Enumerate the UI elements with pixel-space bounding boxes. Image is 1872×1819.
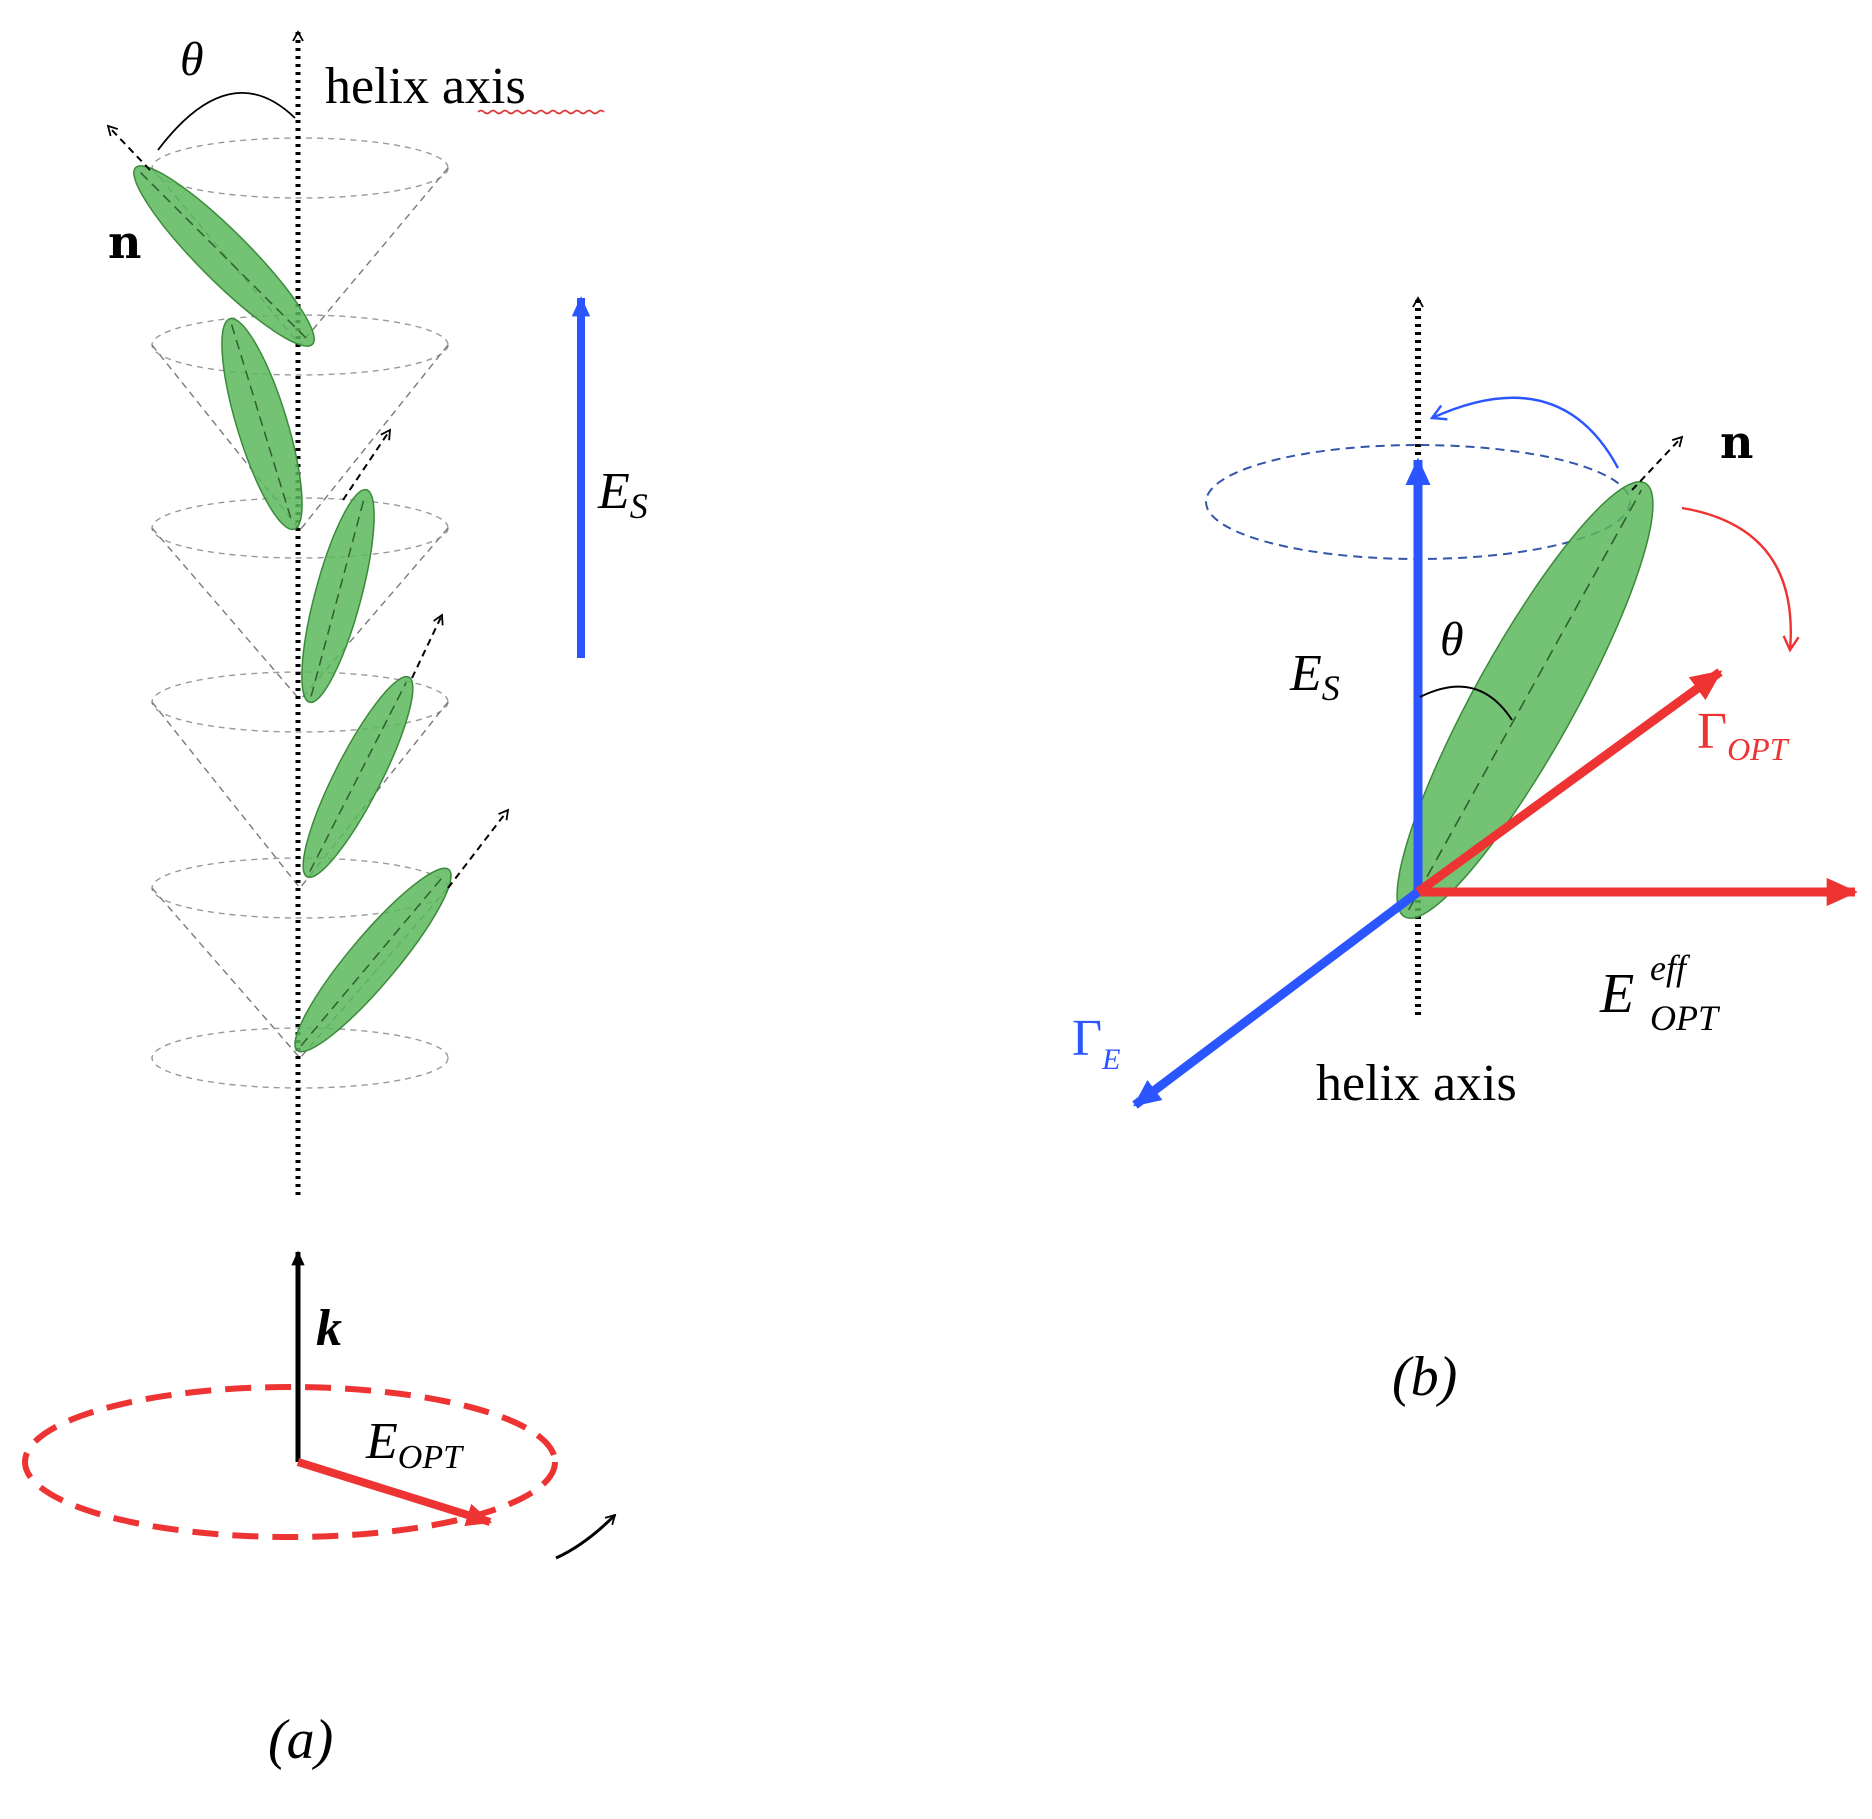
director-arrow-4 [447, 808, 510, 889]
director-arrow-1 [106, 124, 151, 171]
helix-axis-label-b: helix axis [1316, 1055, 1517, 1112]
eopt-eff-superscript: eff [1650, 948, 1691, 988]
director-label-a: n [108, 215, 141, 269]
eopt-arrow [296, 1458, 493, 1527]
eopt-eff-label: E [1599, 963, 1634, 1025]
lc-molecules [133, 165, 452, 1053]
lc-molecule-1 [133, 165, 315, 347]
gamma-opt-label: ΓOPT [1697, 703, 1790, 767]
lc-molecule-2 [221, 317, 303, 531]
director-arrow-2 [342, 428, 392, 501]
spellcheck-underline [477, 109, 605, 115]
theta-label-b: θ [1440, 613, 1464, 666]
lc-molecule-3 [301, 488, 375, 704]
director-arrow-b [1631, 435, 1684, 491]
wavevector-k-label: k [316, 1300, 342, 1357]
field-es-label-b: ES [1289, 645, 1340, 708]
theta-label-a: θ [180, 33, 204, 86]
theta-arc-b [1419, 685, 1513, 721]
helix-axis-label-a: helix axis [325, 58, 526, 115]
gamma-e-arrow [1132, 888, 1421, 1109]
field-es-label-a: ES [597, 463, 648, 526]
director-arrows [106, 124, 510, 889]
lc-molecule-b [1396, 480, 1654, 920]
director-arrow-3 [411, 613, 444, 679]
gamma-e-label: ΓE [1072, 1010, 1120, 1076]
red-rotation-arrow [1681, 506, 1800, 653]
gamma-opt-arrow [1415, 668, 1723, 896]
caption-b: (b) [1392, 1346, 1457, 1408]
theta-arc-a [157, 92, 296, 151]
panel-a: θ helix axis n ES k EOPT (a) [22, 30, 648, 1771]
blue-rotation-arrow [1429, 396, 1620, 469]
polarization-ellipse [22, 1384, 558, 1540]
lc-molecule-4 [302, 675, 414, 879]
lc-molecule-5 [294, 867, 452, 1053]
director-label-b: n [1720, 415, 1753, 469]
eopt-eff-subscript: OPT [1650, 998, 1721, 1038]
panel-b: n θ ES ΓOPT E eff OPT ΓE helix axis (b) [1072, 296, 1858, 1408]
eopt-label: EOPT [365, 1413, 464, 1476]
caption-a: (a) [268, 1709, 333, 1771]
rotation-arrow [555, 1513, 617, 1560]
